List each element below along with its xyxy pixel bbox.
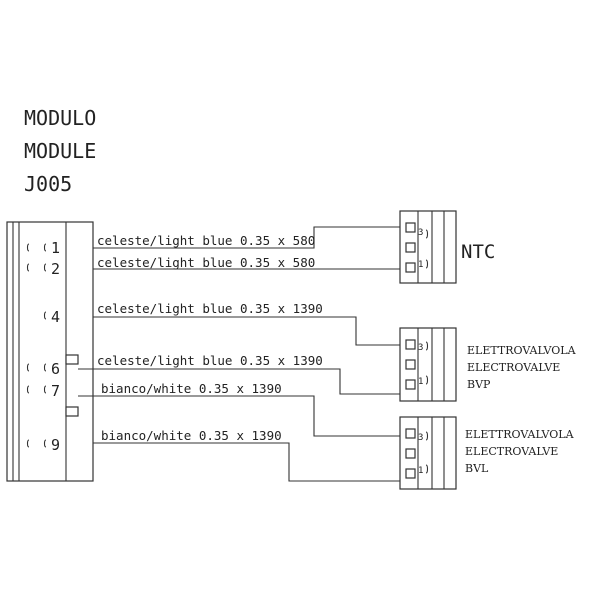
ntc-pin-3: 3 <box>418 228 423 238</box>
wire-label-2: celeste/light blue 0.35 x 580 <box>97 255 315 270</box>
connector-pin-slot <box>405 379 416 390</box>
connector-pin-slot <box>405 339 416 350</box>
ntc-pin-1: 1 <box>418 260 423 270</box>
module-pin-9: 9 <box>51 436 60 454</box>
wire-pin-9 <box>93 442 400 482</box>
bvp-label-english: ELECTROVALVE <box>467 361 560 374</box>
connector-pin-slot <box>405 448 416 459</box>
wire-pin-7 <box>78 395 400 437</box>
connector-pin-slot <box>405 428 416 439</box>
pin-latch <box>425 259 429 269</box>
wire-label-4: celeste/light blue 0.35 x 1390 <box>97 301 323 316</box>
pin-latch <box>43 243 47 252</box>
module-pin-1: 1 <box>51 239 60 257</box>
wire-label-1: celeste/light blue 0.35 x 580 <box>97 233 315 248</box>
bvp-label-code: BVP <box>467 378 491 391</box>
module-code: J005 <box>24 172 73 196</box>
module-pin-7: 7 <box>51 382 60 400</box>
module-pin-2: 2 <box>51 260 60 278</box>
pin-latch <box>425 431 429 441</box>
pin-latch <box>43 311 47 320</box>
connector-pin-slot <box>405 222 416 233</box>
connector-pin-slot <box>405 359 416 370</box>
pin-latch <box>26 263 30 272</box>
pin-latch <box>26 363 30 372</box>
bvl-pin-3: 3 <box>418 433 423 443</box>
connector-pin-slot <box>405 242 416 253</box>
module-connector-body <box>6 221 94 482</box>
wire-label-9: bianco/white 0.35 x 1390 <box>101 428 282 443</box>
pin-latch <box>425 464 429 474</box>
pin-latch <box>425 341 429 351</box>
module-title-italian: MODULO <box>24 106 97 130</box>
module-tab <box>65 354 79 365</box>
connector-pin-slot <box>405 468 416 479</box>
pin-latch <box>26 243 30 252</box>
pin-latch <box>425 375 429 385</box>
bvl-label-italian: ELETTROVALVOLA <box>465 428 575 441</box>
wire-pin-1 <box>93 226 400 249</box>
pin-latch <box>26 439 30 448</box>
bvp-pin-1: 1 <box>418 377 423 387</box>
wire-label-7: bianco/white 0.35 x 1390 <box>101 381 282 396</box>
wires: celeste/light blue 0.35 x 580 celeste/li… <box>78 226 400 482</box>
pin-latch <box>43 439 47 448</box>
module-pin-4: 4 <box>51 308 60 326</box>
pin-latch <box>425 229 429 239</box>
connector-pin-slot <box>405 262 416 273</box>
connector-bvl: 3 1 ELETTROVALVOLA ELECTROVALVE BVL <box>399 416 575 490</box>
bvl-pin-1: 1 <box>418 466 423 476</box>
bvl-label-code: BVL <box>465 462 489 475</box>
bvl-label-english: ELECTROVALVE <box>465 445 558 458</box>
module-pin-6: 6 <box>51 360 60 378</box>
connector-bvp: 3 1 ELETTROVALVOLA ELECTROVALVE BVP <box>399 327 577 402</box>
bvp-label-italian: ELETTROVALVOLA <box>467 344 577 357</box>
ntc-label: NTC <box>461 241 495 263</box>
module-connector: 1 2 4 6 7 9 <box>6 221 94 482</box>
wire-label-6: celeste/light blue 0.35 x 1390 <box>97 353 323 368</box>
bvp-pin-3: 3 <box>418 343 423 353</box>
pin-latch <box>43 363 47 372</box>
pin-latch <box>26 385 30 394</box>
connector-ntc: 3 1 NTC <box>399 210 495 284</box>
pin-latch <box>43 385 47 394</box>
module-title-english: MODULE <box>24 139 97 163</box>
wire-pin-4 <box>93 316 400 346</box>
wire-pin-6 <box>78 368 400 395</box>
module-tab <box>65 406 79 417</box>
pin-latch <box>43 263 47 272</box>
